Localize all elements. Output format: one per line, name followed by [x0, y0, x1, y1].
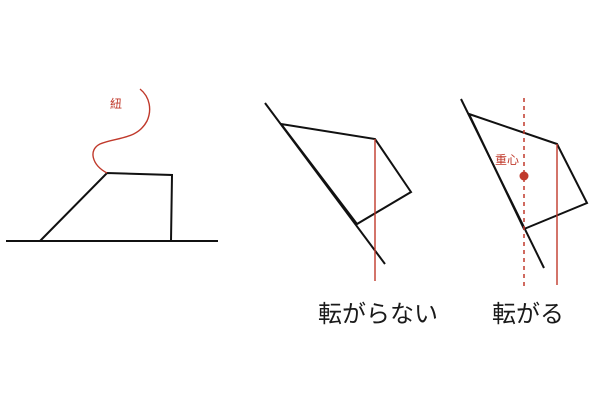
center-of-gravity-dot: [519, 171, 529, 181]
center-of-gravity-label: 重心: [495, 153, 520, 167]
block-outline: [39, 171, 174, 242]
block-outline-2: [467, 112, 589, 231]
string-label: 紐: [110, 97, 123, 111]
caption-tipping: 転がる: [492, 300, 564, 328]
figure-not-tipping: [264, 102, 413, 281]
caption-not-tipping: 転がらない: [318, 300, 438, 328]
block-outline-1: [278, 122, 413, 226]
figure-block-with-string: [6, 88, 218, 242]
figure-tipping: [460, 98, 589, 288]
string-curve: [92, 88, 151, 174]
